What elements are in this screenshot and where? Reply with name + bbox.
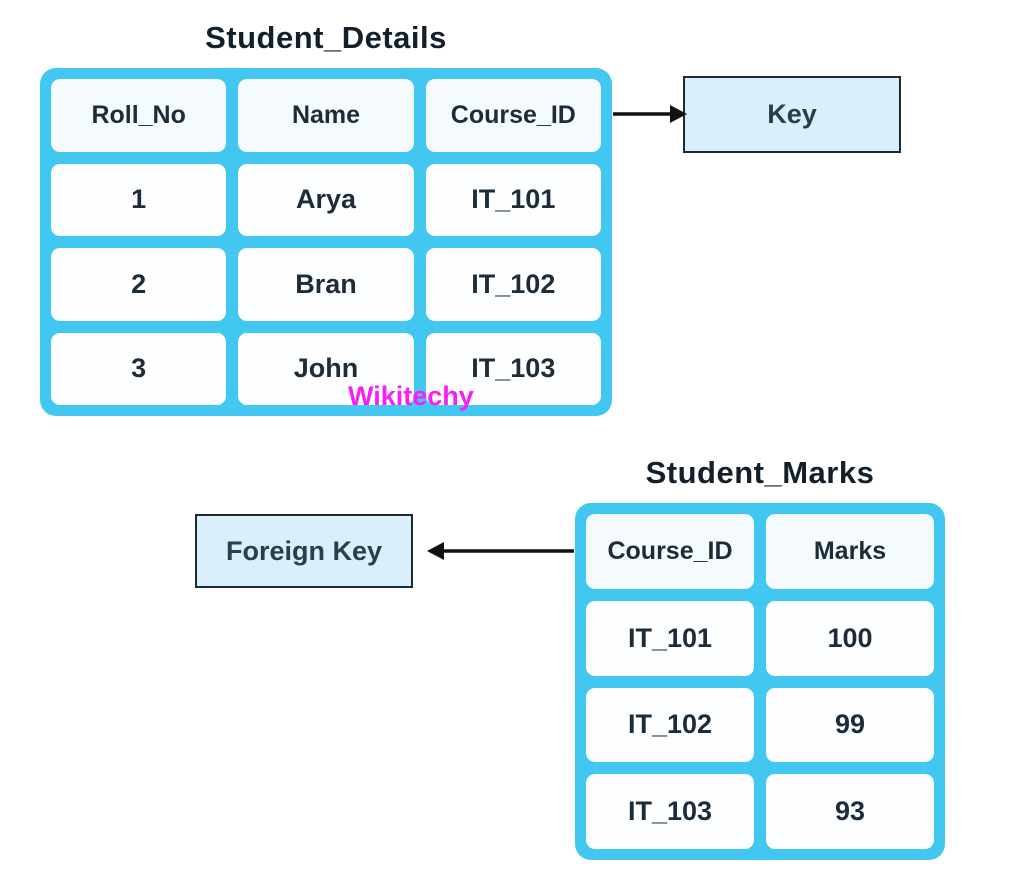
column-header: Course_ID <box>586 514 754 589</box>
table-cell: IT_101 <box>425 163 601 236</box>
column-header: Course_ID <box>425 79 601 152</box>
student-details-title: Student_Details <box>205 20 447 55</box>
column-header: Name <box>238 79 414 152</box>
table-cell: 2 <box>51 248 227 321</box>
table-cell: IT_101 <box>586 600 754 676</box>
foreign-key-box: Foreign Key <box>195 514 413 588</box>
table-cell: IT_102 <box>586 687 754 763</box>
table-cell: 100 <box>766 600 934 676</box>
foreign-key-arrow <box>427 542 574 560</box>
table-cell: IT_103 <box>586 774 754 849</box>
key-box: Key <box>683 76 901 153</box>
table-cell: John <box>238 332 414 405</box>
table-cell: 93 <box>766 774 934 849</box>
table-cell: IT_102 <box>425 248 601 321</box>
column-header: Roll_No <box>51 79 227 152</box>
table-cell: 3 <box>51 332 227 405</box>
student-details-table: Roll_No Name Course_ID 1 Arya IT_101 2 B… <box>40 68 612 416</box>
table-cell: Arya <box>238 163 414 236</box>
key-arrow <box>613 105 687 123</box>
table-cell: IT_103 <box>425 332 601 405</box>
table-cell: 1 <box>51 163 227 236</box>
table-cell: Bran <box>238 248 414 321</box>
student-marks-table: Course_ID Marks IT_101 100 IT_102 99 IT_… <box>575 503 945 860</box>
student-marks-title: Student_Marks <box>645 455 875 490</box>
foreign-key-label: Foreign Key <box>225 535 383 566</box>
watermark: Wikitechy <box>348 381 474 411</box>
column-header: Marks <box>766 514 934 589</box>
table-cell: 99 <box>766 687 934 763</box>
key-label: Key <box>767 99 817 129</box>
